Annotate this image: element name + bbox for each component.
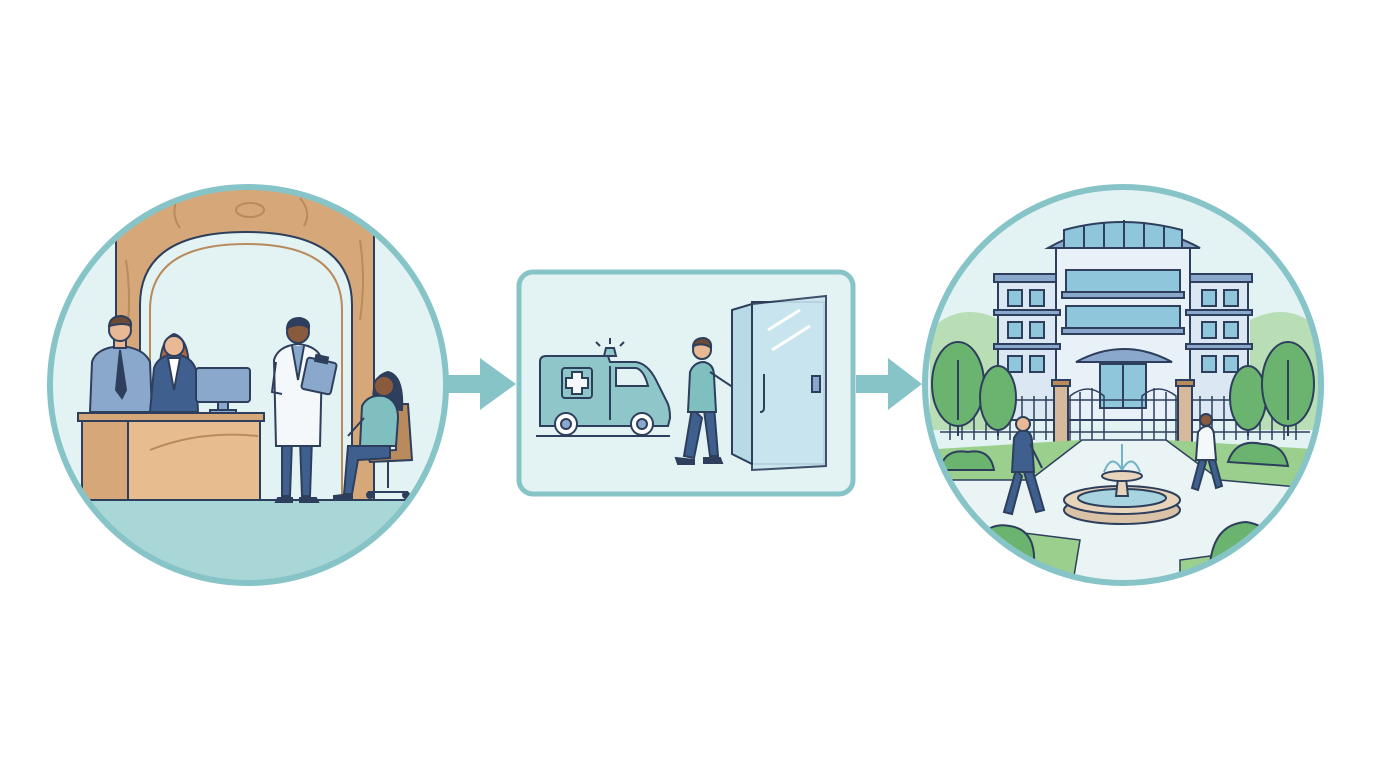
fountain xyxy=(1063,444,1181,525)
walking-person-left xyxy=(1002,416,1046,516)
glass-door xyxy=(731,294,827,472)
walking-person-right xyxy=(1190,413,1224,492)
reception-desk xyxy=(77,412,265,501)
iron-fence-and-gate xyxy=(940,379,1310,451)
hospital-building xyxy=(993,220,1253,421)
reception-panel xyxy=(47,184,449,586)
campus-panel xyxy=(922,184,1324,586)
receptionist-woman xyxy=(148,332,200,413)
doctor-with-clipboard xyxy=(270,316,338,503)
arrow-right-icon xyxy=(448,358,516,410)
arrow-right-icon xyxy=(856,358,922,410)
receptionist-man xyxy=(88,314,154,413)
seated-patient xyxy=(333,370,414,501)
trees xyxy=(931,341,1315,436)
ambulance xyxy=(536,338,672,437)
arrival-panel xyxy=(516,269,856,497)
